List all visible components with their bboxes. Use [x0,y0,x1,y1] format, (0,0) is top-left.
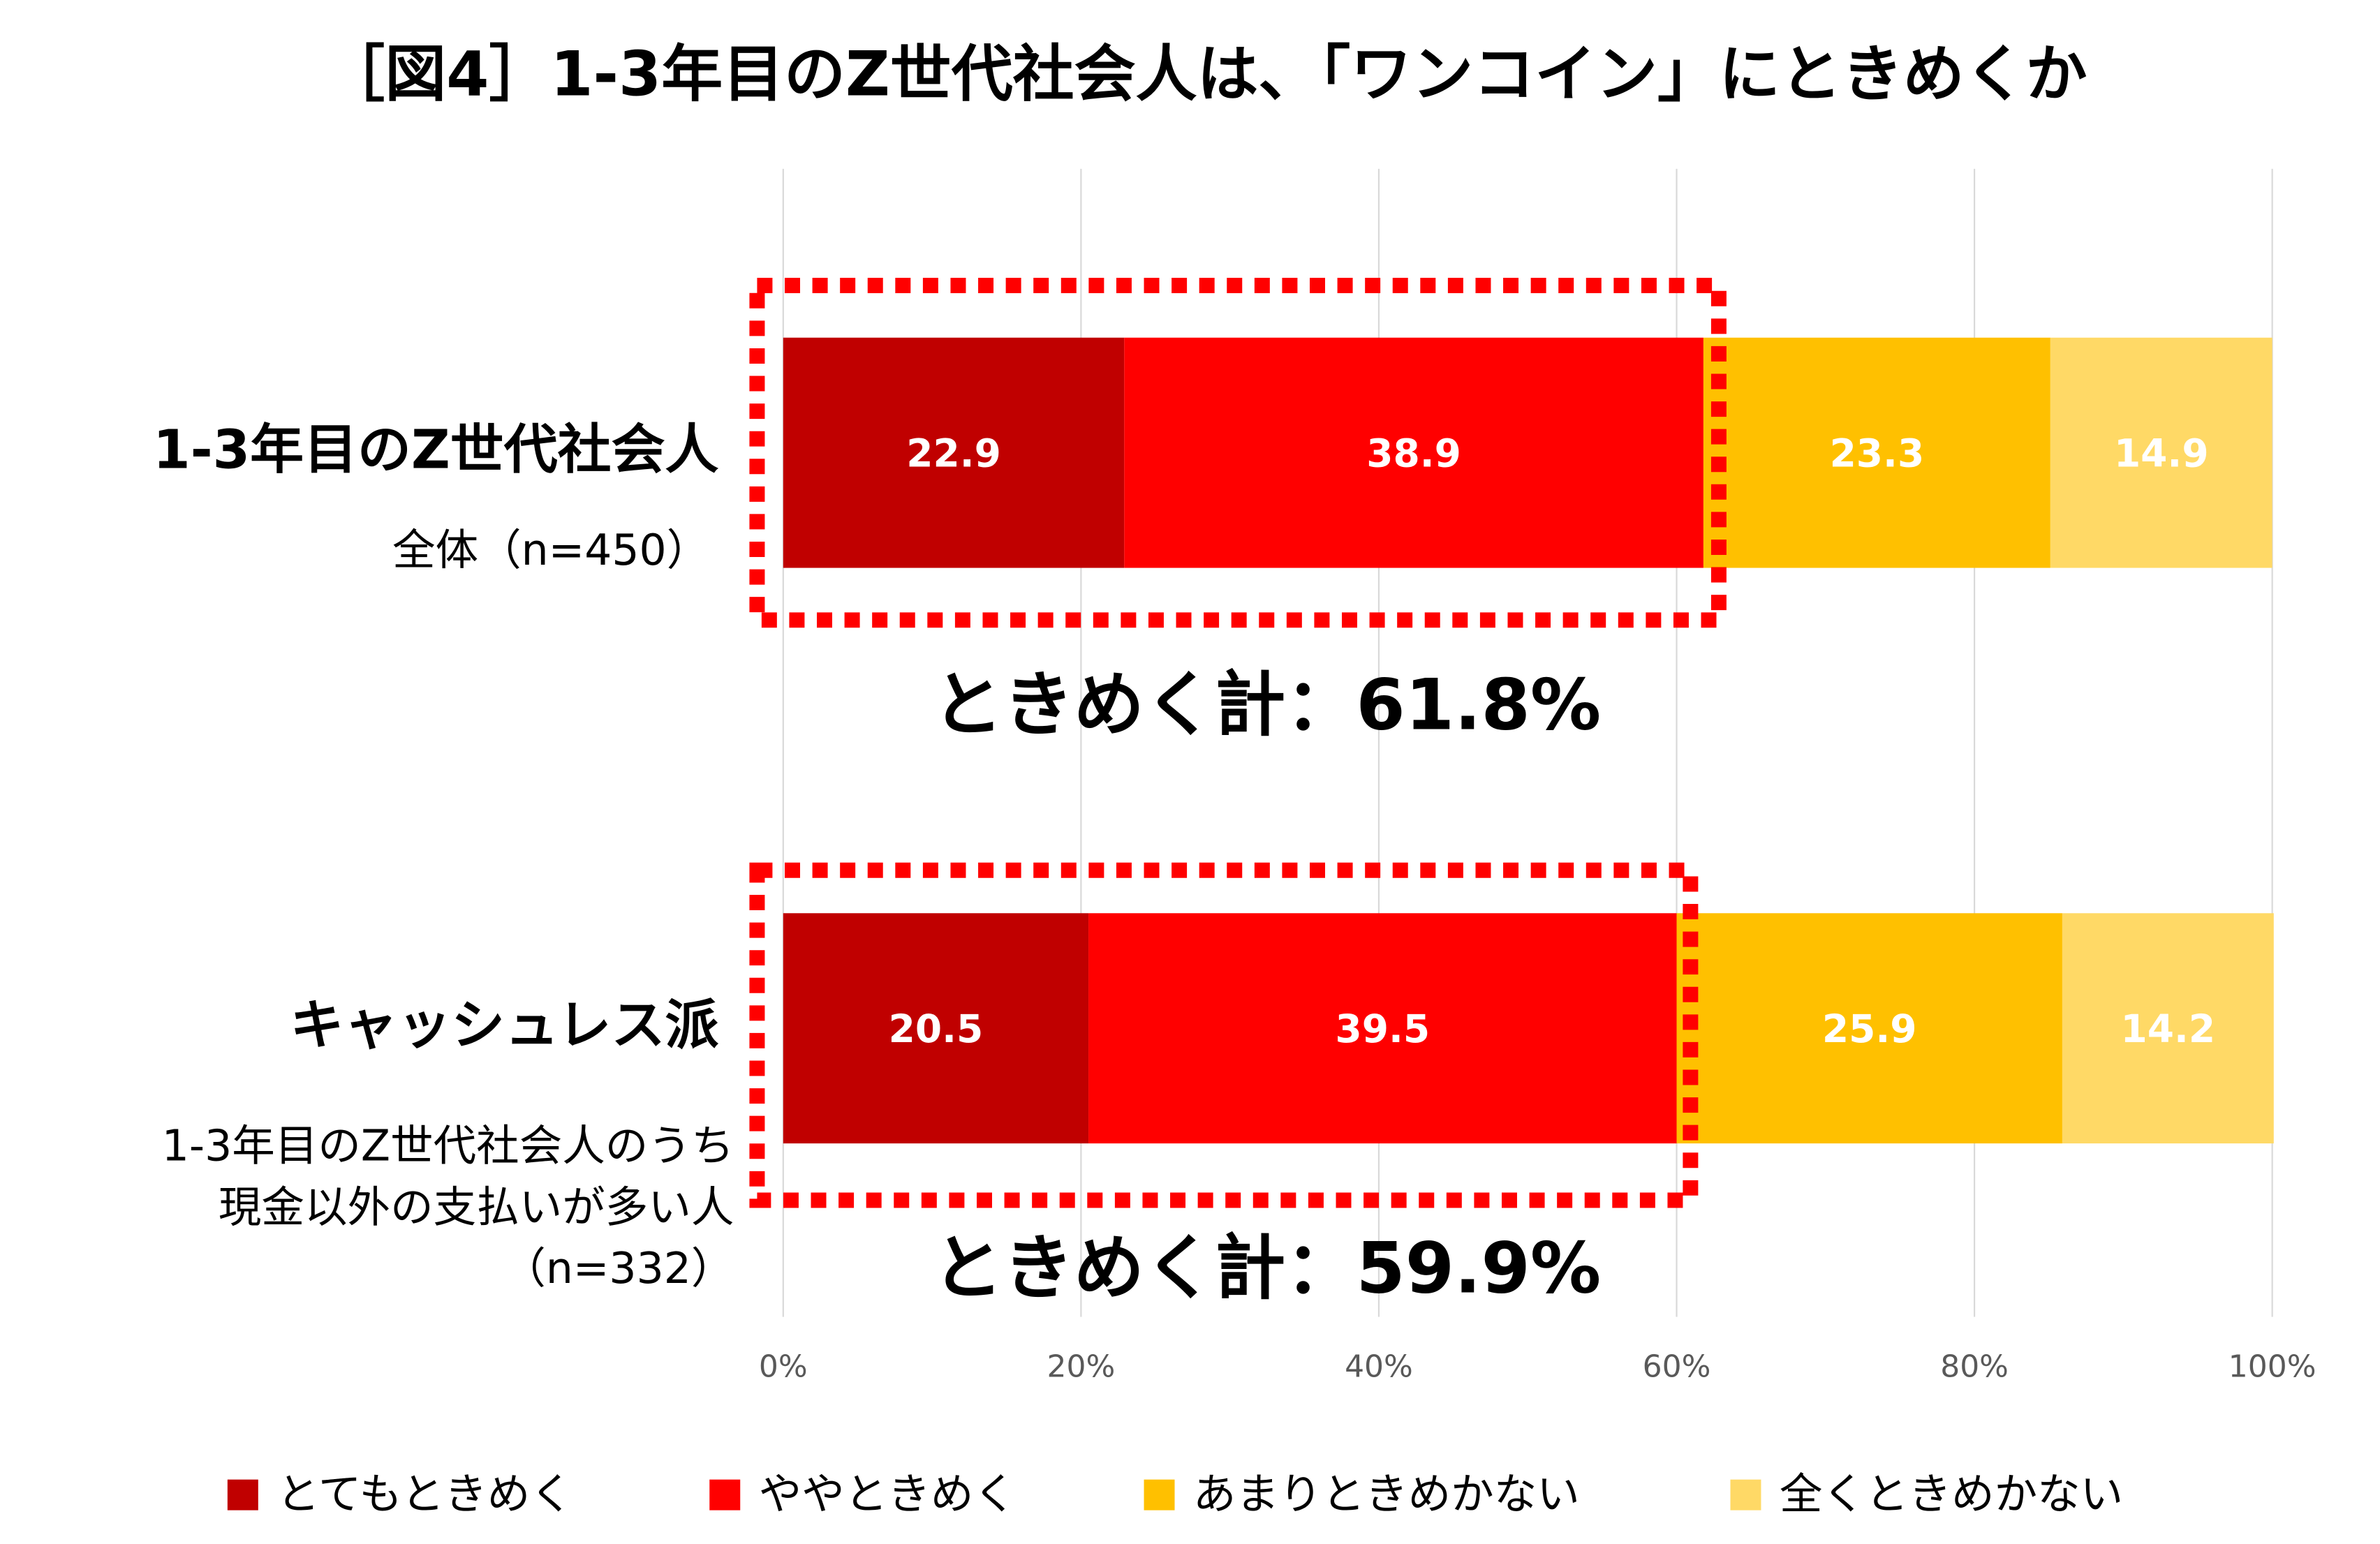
bars: 22.9 38.9 23.3 14.9 20.5 39.5 25.9 14.2 [783,337,2274,1144]
category-sublabel: 全体（n=450） [392,525,709,575]
bar-segment [783,337,1125,568]
highlight-box [749,277,1727,628]
legend-swatch [1144,1479,1175,1510]
bar-segment [2050,337,2272,568]
data-label: 39.5 [1335,1007,1430,1051]
x-tick-label: 0% [759,1349,808,1384]
x-tick-label: 60% [1643,1349,1711,1384]
x-tick-labels: 0% 20% 40% 60% 80% 100% [759,1349,2316,1384]
bar-segment [2062,913,2274,1144]
legend-swatch [1730,1479,1761,1510]
category-sublabel: 現金以外の支払いが多い人 [219,1182,734,1232]
x-tick-label: 80% [1940,1349,2009,1384]
data-label: 14.9 [2114,431,2209,475]
legend: とてもときめく ややときめく あまりときめかない 全くときめかない [227,1469,2123,1519]
bar-segment [1676,913,2062,1144]
legend-label: 全くときめかない [1780,1469,2123,1519]
chart-title: ［図4］1-3年目のZ世代社会人は、「ワンコイン」にときめくか [323,38,2087,110]
highlight-boxes [749,277,1727,1208]
data-label: 23.3 [1830,431,1925,475]
annotation-total-1: ときめく計：61.8% [933,663,1602,745]
legend-swatch [227,1479,258,1510]
bar-segment [1124,337,1703,568]
x-tick-label: 100% [2229,1349,2316,1384]
bar-segment [1088,913,1677,1144]
legend-label: ややときめく [759,1469,1017,1519]
category-label: 1-3年目のZ世代社会人 [153,420,718,482]
bar-segment [1703,337,2050,568]
legend-swatch [709,1479,741,1510]
bar-segment [783,913,1089,1144]
category-sublabel: 1-3年目のZ世代社会人のうち [162,1120,734,1171]
x-tick-label: 20% [1047,1349,1116,1384]
legend-label: とてもときめく [276,1469,573,1519]
highlight-box [749,862,1699,1208]
data-label: 20.5 [889,1007,984,1051]
data-label: 38.9 [1366,431,1461,475]
data-label: 25.9 [1822,1007,1917,1051]
category-label: キャッシュレス派 [290,995,718,1057]
annotation-total-2: ときめく計：59.9% [933,1226,1602,1309]
data-label: 14.2 [2121,1007,2216,1051]
category-sublabel: （n=332） [503,1243,734,1293]
data-label: 22.9 [906,431,1001,475]
legend-label: あまりときめかない [1193,1469,1580,1519]
x-tick-label: 40% [1345,1349,1413,1384]
